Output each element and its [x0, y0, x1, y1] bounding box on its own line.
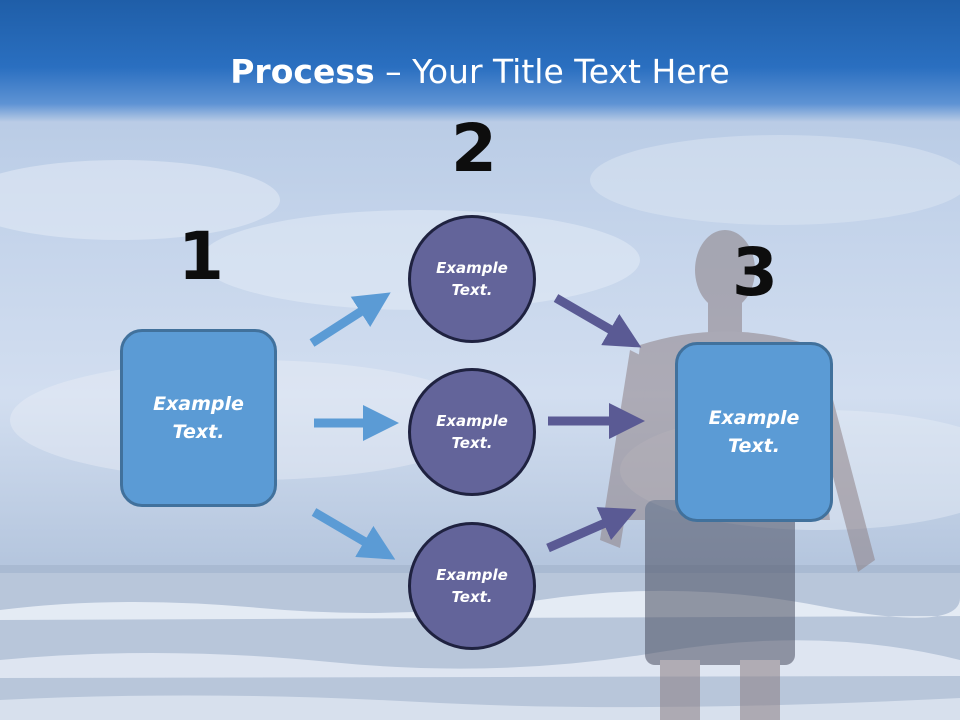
slide-title: Process – Your Title Text Here: [0, 52, 960, 91]
step-3-box: Example Text.: [675, 342, 833, 522]
step-2-circle-top: Example Text.: [408, 215, 536, 343]
step-2-circle-middle: Example Text.: [408, 368, 536, 496]
step-number-3: 3: [732, 234, 778, 311]
arrow-1-to-top: [309, 292, 391, 347]
title-rest: – Your Title Text Here: [374, 52, 730, 91]
step-1-box: Example Text.: [120, 329, 277, 507]
step-1-text: Example Text.: [153, 392, 244, 444]
step-3-text: Example Text.: [708, 406, 800, 458]
arrow-top-to-3: [553, 294, 642, 348]
step-2-circle-bottom: Example Text.: [408, 522, 536, 650]
title-bar: Process – Your Title Text Here: [0, 0, 960, 122]
circle-bottom-text: Example Text.: [436, 565, 508, 607]
arrow-bottom-to-3: [546, 507, 637, 553]
step-number-1: 1: [178, 218, 224, 295]
circle-top-text: Example Text.: [436, 258, 508, 300]
arrow-1-to-bottom: [311, 508, 396, 560]
title-bold: Process: [230, 52, 375, 91]
step-number-2: 2: [451, 110, 497, 187]
circle-middle-text: Example Text.: [436, 411, 508, 453]
